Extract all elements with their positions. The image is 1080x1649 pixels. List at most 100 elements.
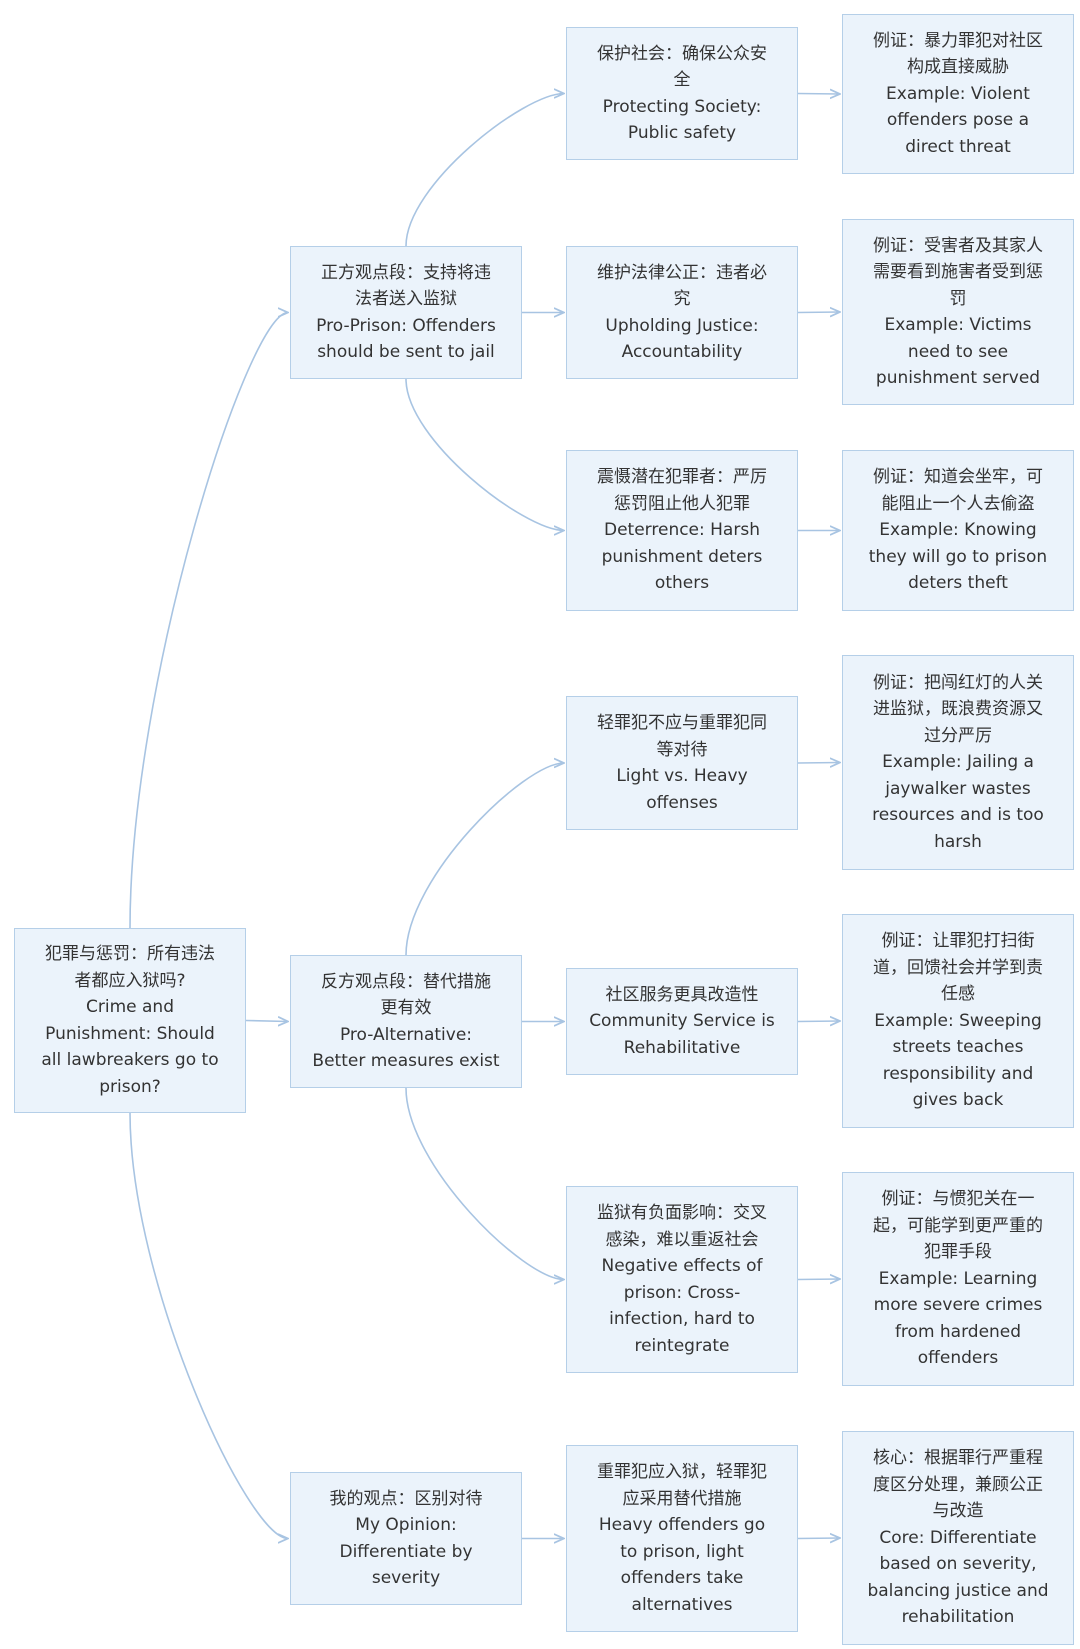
core-conclusion-node: 核心：根据罪行严重程 度区分处理，兼顾公正 与改造 Core: Differen… xyxy=(842,1431,1074,1645)
c2-line-2: Community Service is xyxy=(589,1011,775,1032)
pro-line-1: 正方观点段：支持将违 xyxy=(321,262,491,283)
c2-line-1: 社区服务更具改造性 xyxy=(605,984,759,1005)
c2-line-3: Rehabilitative xyxy=(623,1037,741,1058)
pro-line-2: 法者送入监狱 xyxy=(355,289,457,309)
connector-p1-to-ep1 xyxy=(797,94,840,95)
pro-line-3: Pro-Prison: Offenders xyxy=(316,315,496,336)
m1-line-5: offenders take xyxy=(620,1568,744,1588)
mine-line-2: My Opinion: xyxy=(355,1515,457,1535)
root-question-node: 犯罪与惩罚：所有违法 者都应入狱吗? Crime and Punishment:… xyxy=(14,928,246,1113)
connector-con-to-c3 xyxy=(405,1087,564,1280)
ec2-line-4: Example: Sweeping xyxy=(874,1010,1042,1031)
ec2-line-1: 例证：让罪犯打扫街 xyxy=(881,931,1035,952)
ec1-line-4: Example: Jailing a xyxy=(882,752,1034,773)
p3-line-3: Deterrence: Harsh xyxy=(604,520,760,541)
p1-line-2: 全 xyxy=(673,70,691,90)
ec2-line-3: 任感 xyxy=(941,984,975,1005)
ec2-line-2: 道，回馈社会并学到责 xyxy=(873,957,1043,978)
ep2-line-1: 例证：受害者及其家人 xyxy=(873,235,1043,256)
ec1-line-1: 例证：把闯红灯的人关 xyxy=(873,672,1043,693)
c3-line-6: reintegrate xyxy=(634,1335,730,1356)
connector-pro-to-p3 xyxy=(405,378,564,531)
ec1-line-6: resources and is too xyxy=(872,805,1044,826)
con-line-3: Pro-Alternative: xyxy=(339,1024,473,1045)
pro-line-4: should be sent to jail xyxy=(317,342,495,362)
root-line-1: 犯罪与惩罚：所有违法 xyxy=(45,944,215,964)
example-hardened-offenders-node: 例证：与惯犯关在一 起，可能学到更严重的 犯罪手段 Example: Learn… xyxy=(842,1172,1074,1386)
ep3-line-2: 能阻止一个人去偷盗 xyxy=(881,493,1035,514)
ep1-line-4: offenders pose a xyxy=(886,110,1030,131)
connector-c3-to-ec3 xyxy=(797,1279,840,1280)
connector-m1-to-em1 xyxy=(797,1538,840,1539)
p3-line-1: 震慑潜在犯罪者：严厉 xyxy=(597,467,767,488)
root-line-2: 者都应入狱吗? xyxy=(74,970,186,991)
m1-line-6: alternatives xyxy=(631,1594,733,1615)
connector-p2-to-ep2 xyxy=(797,312,840,313)
ec3-line-4: Example: Learning xyxy=(878,1268,1038,1289)
ep2-line-2: 需要看到施害者受到惩 xyxy=(873,262,1043,282)
em1-line-1: 核心：根据罪行严重程 xyxy=(873,1448,1043,1469)
ep1-line-3: Example: Violent xyxy=(886,83,1030,104)
ec3-line-6: from hardened xyxy=(894,1321,1022,1342)
connector-con-to-c1 xyxy=(405,763,564,956)
p1-line-3: Protecting Society: xyxy=(602,96,762,117)
c3-line-4: prison: Cross- xyxy=(623,1282,741,1303)
p2-line-2: 究 xyxy=(673,289,691,309)
connector-c2-to-ec2 xyxy=(797,1021,840,1022)
c1-line-1: 轻罪犯不应与重罪犯同 xyxy=(597,713,767,733)
root-line-3: Crime and xyxy=(86,997,174,1017)
p3-line-4: punishment deters xyxy=(601,546,763,567)
ep2-line-4: Example: Victims xyxy=(884,315,1032,335)
ec3-line-2: 起，可能学到更严重的 xyxy=(873,1215,1043,1236)
em1-line-3: 与改造 xyxy=(932,1501,984,1522)
c3-line-2: 感染，难以重返社会 xyxy=(605,1229,759,1250)
connector-root-to-con xyxy=(245,1021,288,1022)
con-line-4: Better measures exist xyxy=(312,1051,500,1071)
example-sweeping-streets-node: 例证：让罪犯打扫街 道，回馈社会并学到责 任感 Example: Sweepin… xyxy=(842,914,1074,1128)
deterrence-node: 震慑潜在犯罪者：严厉 惩罚阻止他人犯罪 Deterrence: Harsh pu… xyxy=(566,450,798,611)
ep2-line-6: punishment served xyxy=(875,368,1041,388)
ep3-line-1: 例证：知道会坐牢，可 xyxy=(873,467,1043,488)
ec1-line-3: 过分严厉 xyxy=(924,725,992,746)
p3-line-5: others xyxy=(654,573,710,594)
c3-line-5: infection, hard to xyxy=(609,1309,755,1329)
connector-root-to-mine xyxy=(129,1112,288,1539)
em1-line-4: Core: Differentiate xyxy=(879,1527,1037,1548)
ep1-line-5: direct threat xyxy=(905,136,1011,157)
mine-line-3: Differentiate by xyxy=(339,1541,473,1562)
m1-line-3: Heavy offenders go xyxy=(598,1515,766,1535)
ec1-line-5: jaywalker wastes xyxy=(885,778,1031,799)
ep1-line-1: 例证：暴力罪犯对社区 xyxy=(873,30,1043,51)
example-victims-node: 例证：受害者及其家人 需要看到施害者受到惩 罚 Example: Victims… xyxy=(842,219,1074,405)
root-line-4: Punishment: Should xyxy=(45,1023,215,1044)
differentiated-treatment-node: 重罪犯应入狱，轻罪犯 应采用替代措施 Heavy offenders go to… xyxy=(566,1445,798,1632)
m1-line-2: 应采用替代措施 xyxy=(622,1488,742,1509)
ec3-line-1: 例证：与惯犯关在一 xyxy=(881,1189,1035,1210)
em1-line-5: based on severity, xyxy=(879,1554,1037,1575)
ec2-line-6: responsibility and xyxy=(882,1063,1034,1084)
ec3-line-5: more severe crimes xyxy=(873,1295,1043,1316)
negative-effects-node: 监狱有负面影响：交叉 感染，难以重返社会 Negative effects of… xyxy=(566,1186,798,1373)
ec3-line-3: 犯罪手段 xyxy=(924,1242,992,1263)
protecting-society-node: 保护社会：确保公众安 全 Protecting Society: Public … xyxy=(566,27,798,160)
em1-line-6: balancing justice and xyxy=(867,1580,1049,1601)
p2-line-1: 维护法律公正：违者必 xyxy=(597,262,767,283)
con-line-1: 反方观点段：替代措施 xyxy=(321,971,491,992)
em1-line-2: 度区分处理，兼顾公正 xyxy=(873,1474,1043,1495)
ep1-line-2: 构成直接威胁 xyxy=(907,57,1009,78)
m1-line-4: to prison, light xyxy=(620,1541,744,1562)
p1-line-1: 保护社会：确保公众安 xyxy=(597,43,767,64)
ec2-line-5: streets teaches xyxy=(892,1037,1024,1058)
m1-line-1: 重罪犯应入狱，轻罪犯 xyxy=(597,1462,767,1482)
upholding-justice-node: 维护法律公正：违者必 究 Upholding Justice: Accounta… xyxy=(566,246,798,379)
ec1-line-7: harsh xyxy=(934,831,982,852)
ep3-line-5: deters theft xyxy=(908,573,1008,594)
connector-root-to-pro xyxy=(129,313,288,929)
ec2-line-7: gives back xyxy=(912,1090,1004,1111)
c3-line-1: 监狱有负面影响：交叉 xyxy=(597,1203,767,1223)
c1-line-3: Light vs. Heavy xyxy=(616,766,748,786)
p2-line-4: Accountability xyxy=(621,342,743,362)
pro-prison-node: 正方观点段：支持将违 法者送入监狱 Pro-Prison: Offenders … xyxy=(290,246,522,379)
ec1-line-2: 进监狱，既浪费资源又 xyxy=(873,699,1043,720)
example-deters-theft-node: 例证：知道会坐牢，可 能阻止一个人去偷盗 Example: Knowing th… xyxy=(842,450,1074,611)
